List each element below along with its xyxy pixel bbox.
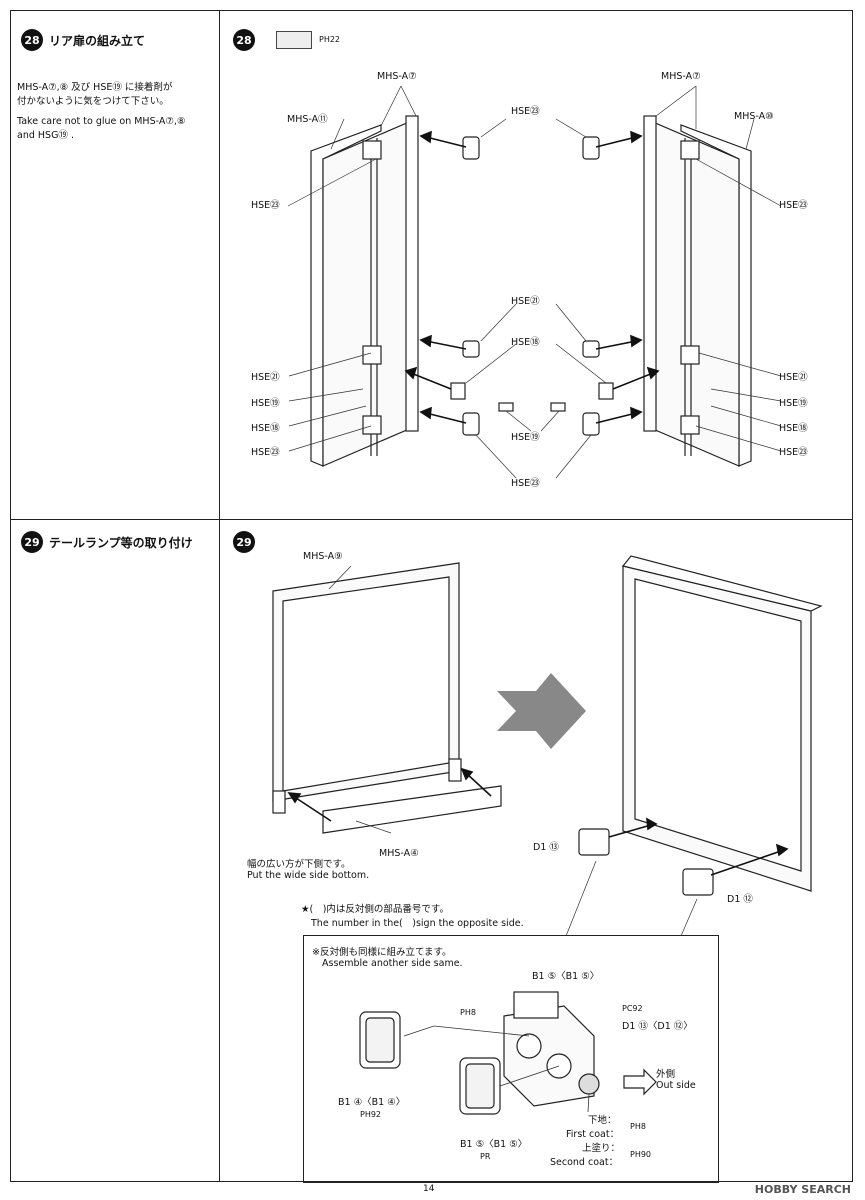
step29-drawing (272, 555, 823, 937)
process-arrow (497, 673, 586, 749)
color-swatch (276, 31, 312, 49)
step28-badge: 28 (21, 29, 43, 51)
label-star-en: The number in the( )sign the opposite si… (311, 918, 524, 929)
step29-title: テールランプ等の取り付け (49, 535, 193, 550)
row-divider (11, 519, 852, 520)
step28-note: MHS-A⑦,⑧ 及び HSE⑲ に接着剤が 付かないように気をつけて下さい。 … (17, 81, 185, 143)
label-wide-en: Put the wide side bottom. (247, 870, 370, 881)
note-jp-1: MHS-A⑦,⑧ 及び HSE⑲ に接着剤が (17, 82, 173, 93)
detail-d1-13-12: D1 ⑬〈D1 ⑫〉 (622, 1021, 693, 1032)
instruction-sheet: 28 リア扉の組み立て MHS-A⑦,⑧ 及び HSE⑲ に接着剤が 付かないよ… (10, 10, 853, 1183)
label-mhs-a11: MHS-A⑪ (287, 114, 328, 125)
lamp-part-d1-12 (682, 868, 714, 896)
detail-ph8: PH8 (460, 1008, 476, 1017)
label-hse23-right-lower: HSE㉓ (779, 447, 808, 458)
step28-diagram-header: 28 (233, 29, 255, 51)
lamp-housing (503, 1005, 595, 1107)
lamp-part-d1-13 (578, 828, 610, 856)
label-mhs-a9: MHS-A⑨ (303, 551, 343, 562)
label-d1-12: D1 ⑫ (727, 894, 753, 905)
step29-badge: 29 (21, 531, 43, 553)
detail-drawing (359, 991, 657, 1115)
bar-part (322, 785, 502, 834)
detail-b1-5b: B1 ⑤〈B1 ⑤〉 (460, 1139, 528, 1150)
step28-diagram-badge: 28 (233, 29, 255, 51)
label-hse19-center: HSE⑲ (511, 432, 540, 443)
label-mhs-a10: MHS-A⑩ (734, 111, 774, 122)
label-star-jp: ★( )内は反対側の部品番号です。 (301, 904, 449, 915)
step29-diagram-badge: 29 (233, 531, 255, 553)
step28-drawing (287, 85, 782, 479)
watermark: HOBBY SEARCH (754, 1183, 851, 1196)
first-coat-en: First coat： (566, 1129, 620, 1140)
label-hse19-left: HSE⑲ (251, 398, 280, 409)
right-hinge-rod (643, 115, 657, 432)
step29-header: 29 テールランプ等の取り付け (21, 531, 193, 553)
column-divider (219, 11, 220, 1181)
label-hse21-left: HSE㉑ (251, 372, 280, 383)
first-coat-ref: PH8 (630, 1122, 646, 1131)
label-hse23-left-upper: HSE㉓ (251, 200, 280, 211)
step28-title: リア扉の組み立て (49, 33, 146, 48)
label-hse18-center: HSE⑱ (511, 337, 540, 348)
step29-diagram-header: 29 (233, 531, 255, 553)
label-hse21-center: HSE㉑ (511, 296, 540, 307)
left-hinge-rod (405, 115, 419, 432)
second-coat-ref: PH90 (630, 1150, 652, 1159)
label-mhs-a7-left: MHS-A⑦ (377, 71, 417, 82)
page-number: 14 (423, 1184, 435, 1194)
label-d1-13: D1 ⑬ (533, 842, 559, 853)
detail-b1-4: B1 ④〈B1 ④〉 (338, 1097, 406, 1108)
label-hse21-right: HSE㉑ (779, 372, 808, 383)
note-en-2: and HSG⑲ . (17, 130, 74, 141)
label-hse18-left: HSE⑱ (251, 423, 280, 434)
label-hse23-left-lower: HSE㉓ (251, 447, 280, 458)
first-coat-jp: 下地： (588, 1115, 617, 1126)
detail-box: ※反対側も同様に組み立てます。 Assemble another side sa… (303, 935, 719, 1183)
detail-pc92: PC92 (622, 1004, 643, 1013)
paint-ref: PH22 (319, 35, 341, 44)
detail-outside-jp: 外側 (656, 1069, 676, 1080)
label-hse23-bottom: HSE㉓ (511, 478, 540, 489)
step28-header: 28 リア扉の組み立て (21, 29, 145, 51)
second-coat-jp: 上塗り： (582, 1143, 621, 1154)
detail-b1-5: B1 ⑤〈B1 ⑤〉 (532, 971, 600, 982)
detail-note-jp: ※反対側も同様に組み立てます。 (312, 947, 452, 958)
note-jp-2: 付かないように気をつけて下さい。 (17, 96, 169, 107)
note-en-1: Take care not to glue on MHS-A⑦,⑧ (17, 116, 186, 127)
label-hse23-right-upper: HSE㉓ (779, 200, 808, 211)
detail-note-en: Assemble another side same. (322, 958, 463, 969)
detail-ph92: PH92 (360, 1110, 382, 1119)
label-wide-jp: 幅の広い方が下側です。 (247, 859, 351, 870)
outside-arrow (623, 1068, 657, 1096)
detail-pr: PR (480, 1152, 491, 1161)
label-mhs-a7-right: MHS-A⑦ (661, 71, 701, 82)
second-coat-en: Second coat： (550, 1157, 619, 1168)
label-hse18-right: HSE⑱ (779, 423, 808, 434)
detail-outside-en: Out side (656, 1080, 696, 1091)
label-mhs-a4: MHS-A④ (379, 848, 419, 859)
label-hse23-top: HSE㉓ (511, 106, 540, 117)
label-hse19-right: HSE⑲ (779, 398, 808, 409)
